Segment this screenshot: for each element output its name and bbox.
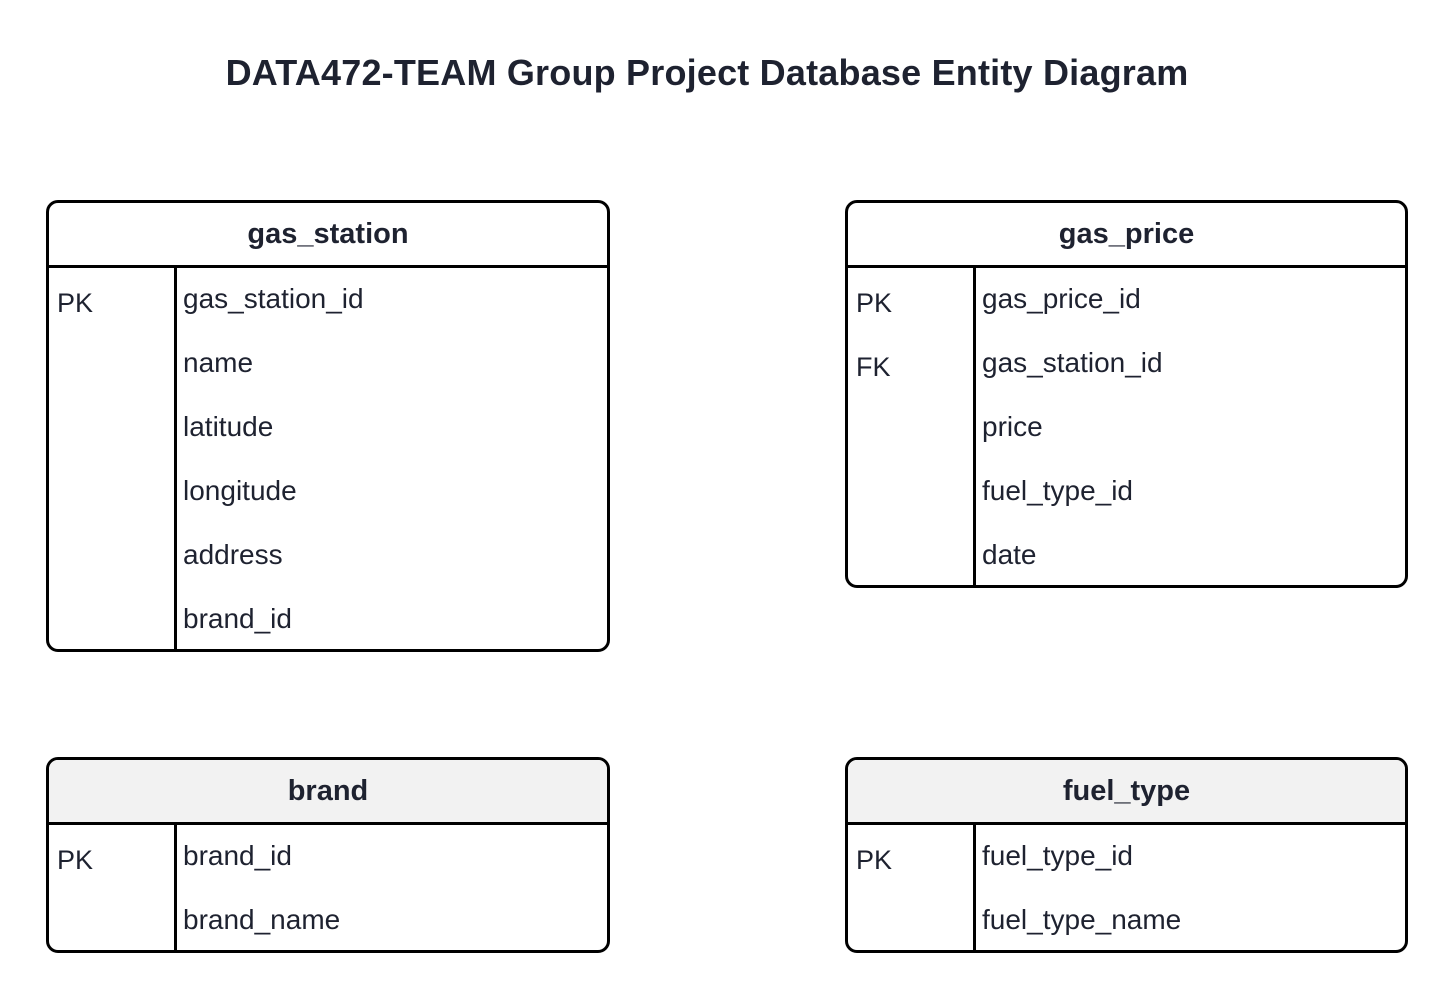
key-cell: PK bbox=[57, 287, 94, 318]
field-cell: fuel_type_name bbox=[982, 904, 1182, 935]
field-cell: price bbox=[982, 411, 1043, 442]
entity-gas-station: gas_station PK gas_station_id name latit… bbox=[46, 200, 610, 652]
key-cell bbox=[49, 588, 174, 649]
field-cell: brand_id bbox=[183, 840, 292, 871]
field-cell: date bbox=[982, 539, 1037, 570]
entity-header: fuel_type bbox=[848, 760, 1405, 825]
key-cell: PK bbox=[856, 844, 893, 875]
field-column: gas_price_id gas_station_id price fuel_t… bbox=[976, 268, 1405, 585]
field-cell: latitude bbox=[183, 411, 274, 442]
entity-fuel-type: fuel_type PK fuel_type_id fuel_type_name bbox=[845, 757, 1408, 953]
key-cell: PK bbox=[856, 287, 893, 318]
key-cell bbox=[49, 396, 174, 460]
field-cell: name bbox=[183, 347, 254, 378]
entity-header: gas_station bbox=[49, 203, 607, 268]
key-column: PK bbox=[49, 268, 177, 649]
key-cell bbox=[848, 396, 973, 460]
entity-gas-price: gas_price PK FK gas_price_id gas_station… bbox=[845, 200, 1408, 588]
field-cell: brand_id bbox=[183, 603, 292, 634]
key-cell bbox=[49, 889, 174, 950]
field-column: brand_id brand_name bbox=[177, 825, 607, 950]
key-column: PK FK bbox=[848, 268, 976, 585]
key-column: PK bbox=[848, 825, 976, 950]
key-cell bbox=[848, 524, 973, 585]
field-column: gas_station_id name latitude longitude a… bbox=[177, 268, 607, 649]
key-cell bbox=[848, 889, 973, 950]
key-cell bbox=[49, 460, 174, 524]
key-cell bbox=[848, 460, 973, 524]
field-cell: gas_station_id bbox=[183, 283, 364, 314]
field-cell: address bbox=[183, 539, 283, 570]
field-cell: gas_station_id bbox=[982, 347, 1163, 378]
key-cell bbox=[49, 524, 174, 588]
entity-header: gas_price bbox=[848, 203, 1405, 268]
entity-header: brand bbox=[49, 760, 607, 825]
field-column: fuel_type_id fuel_type_name bbox=[976, 825, 1405, 950]
diagram-title: DATA472-TEAM Group Project Database Enti… bbox=[225, 52, 1189, 93]
field-cell: longitude bbox=[183, 475, 297, 506]
field-cell: brand_name bbox=[183, 904, 341, 935]
entity-brand: brand PK brand_id brand_name bbox=[46, 757, 610, 953]
key-cell: PK bbox=[57, 844, 94, 875]
key-cell: FK bbox=[856, 351, 891, 382]
field-cell: fuel_type_id bbox=[982, 840, 1134, 871]
key-cell bbox=[49, 332, 174, 396]
field-cell: fuel_type_id bbox=[982, 475, 1134, 506]
key-column: PK bbox=[49, 825, 177, 950]
field-cell: gas_price_id bbox=[982, 283, 1141, 314]
